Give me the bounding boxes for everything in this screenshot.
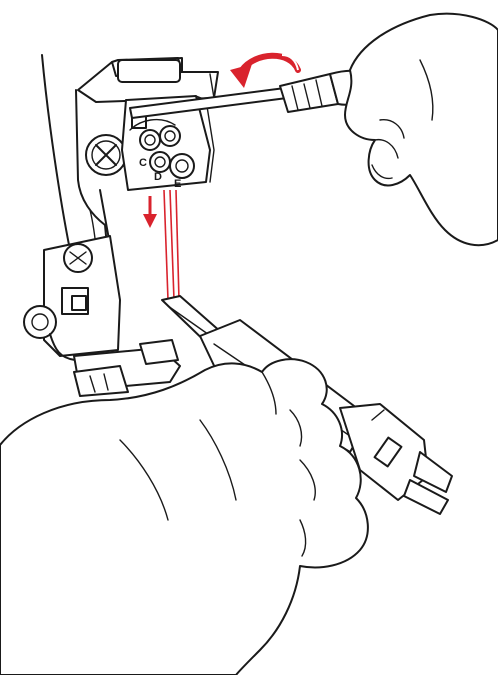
hand-bottom [0,359,368,675]
label-e: E [174,178,181,190]
presser-foot-assembly [24,236,180,396]
label-d: D [154,171,162,183]
mounting-plate [78,58,218,102]
thread [164,190,179,300]
hand-top-right [345,14,498,246]
large-screw [86,135,126,175]
down-arrow-icon [143,196,157,228]
curved-rotation-arrow-icon [230,55,298,88]
label-c: C [139,157,147,169]
